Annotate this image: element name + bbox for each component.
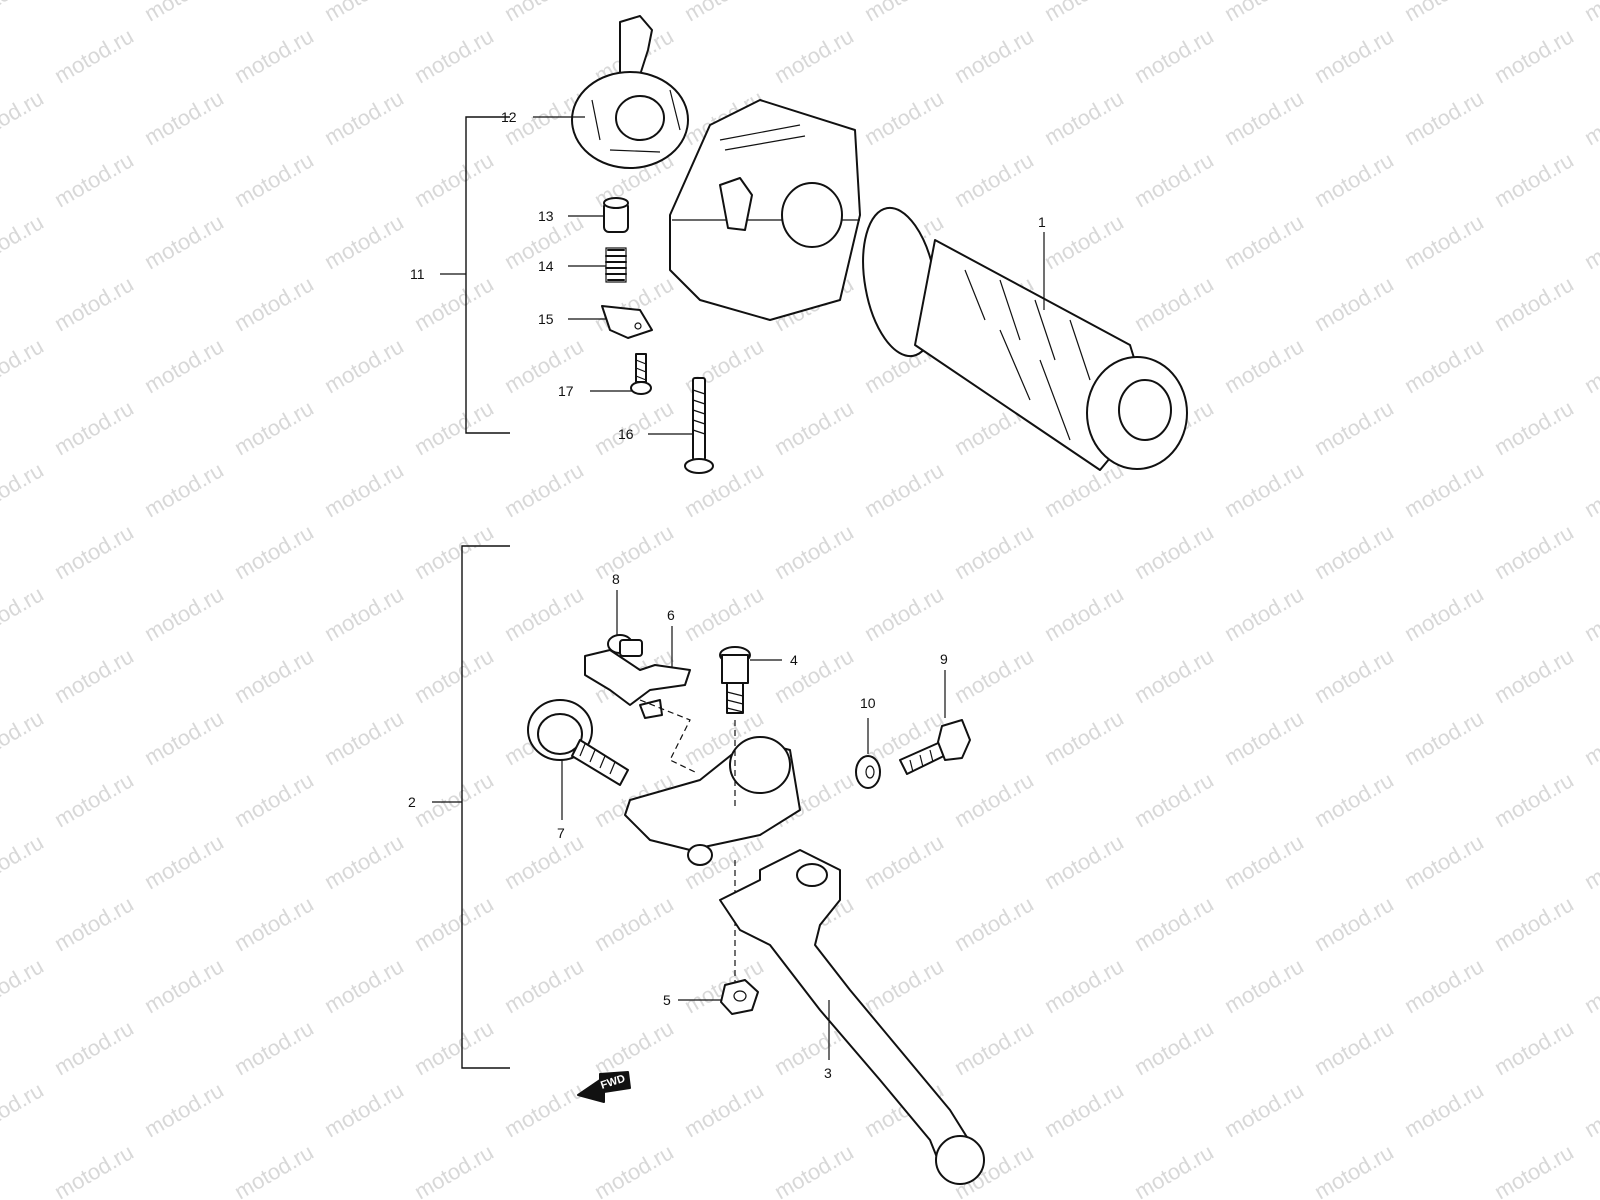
- callout-9: 9: [940, 651, 948, 667]
- part-5-nut: [720, 979, 759, 1015]
- part-12-choke-lever: [571, 15, 689, 169]
- callout-17: 17: [558, 383, 574, 399]
- callout-8: 8: [612, 571, 620, 587]
- switch-housing: [669, 99, 861, 321]
- callout-13: 13: [538, 208, 554, 224]
- callout-16: 16: [618, 426, 634, 442]
- callout-12: 12: [501, 109, 517, 125]
- part-3-lever: [719, 849, 985, 1185]
- part-15-plate: [601, 305, 653, 339]
- callout-3: 3: [824, 1065, 832, 1081]
- lever-bracket: [624, 736, 801, 866]
- callout-2: 2: [408, 794, 416, 810]
- callout-1: 1: [1038, 214, 1046, 230]
- part-16-long-screw: [684, 377, 714, 474]
- part-4-pivot-bolt: [719, 646, 751, 714]
- part-14-spring: [605, 247, 627, 283]
- callout-11: 11: [410, 266, 425, 282]
- callout-5: 5: [663, 992, 671, 1008]
- callout-7: 7: [557, 825, 565, 841]
- leader-lines: [533, 116, 1045, 1060]
- axis-line-7: [639, 699, 696, 773]
- part-13-cap: [603, 197, 629, 233]
- part-6-bracket: [584, 649, 691, 719]
- part-10-washer: [855, 755, 881, 789]
- callout-10: 10: [860, 695, 876, 711]
- part-17-screw: [630, 353, 652, 395]
- fwd-arrow: FWD: [577, 1071, 631, 1103]
- assembly-2-bracket: [461, 545, 510, 1069]
- part-9-bolt: [899, 719, 971, 775]
- assembly-11-bracket: [465, 116, 510, 434]
- callout-14: 14: [538, 258, 554, 274]
- part-8-bolt: [607, 634, 643, 657]
- callout-6: 6: [667, 607, 675, 623]
- callout-15: 15: [538, 311, 554, 327]
- part-7-adjuster: [527, 699, 629, 786]
- part-1-grip: [862, 206, 1188, 471]
- callout-4: 4: [790, 652, 798, 668]
